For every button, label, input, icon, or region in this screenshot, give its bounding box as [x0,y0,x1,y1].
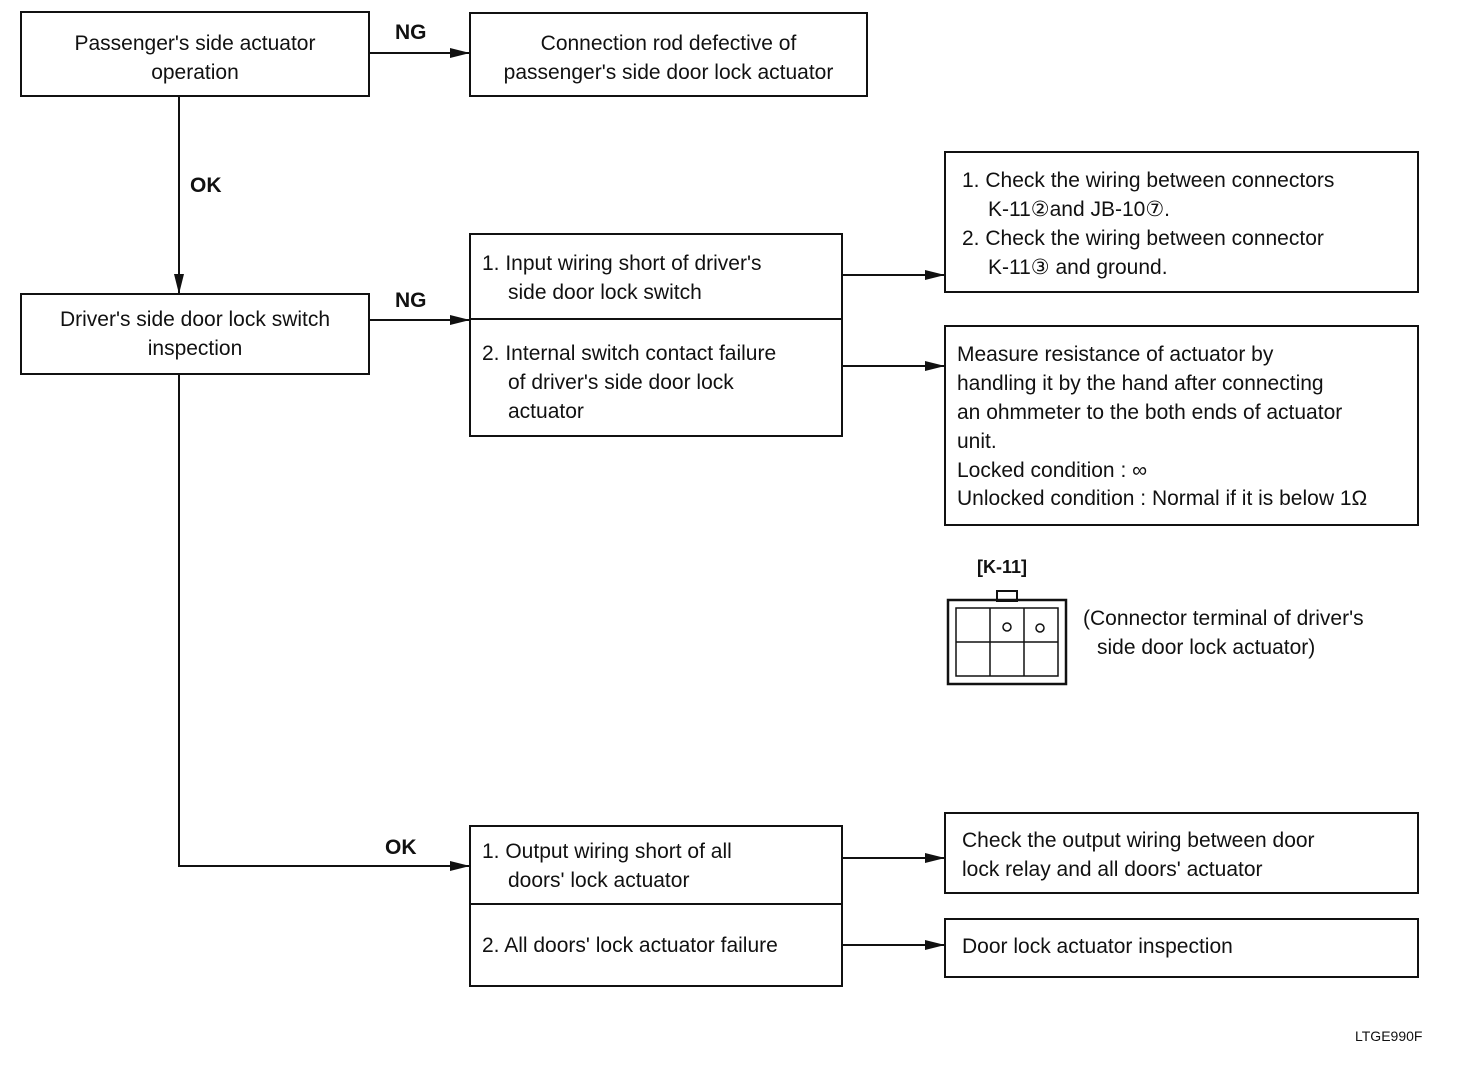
cause1-item2-line2: of driver's side door lock [508,371,734,394]
start-box-line2: operation [151,61,239,84]
cause-box-2 [469,825,843,987]
check-box-1 [944,151,1419,293]
cause-box-2-divider [469,903,843,905]
check-box-3 [944,918,1419,978]
check1-line2: K-11②and JB-10⑦. [988,198,1171,221]
check1-line4: K-11③ and ground. [988,256,1168,279]
cause2-item1-line1: 1. Output wiring short of all [482,840,732,863]
figure-code: LTGE990F [1355,1028,1423,1044]
measure-line6: Unlocked condition : Normal if it is bel… [957,487,1368,510]
ng-label-middle: NG [395,289,427,312]
cause1-item1-line2: side door lock switch [508,281,702,304]
ok-label-vertical: OK [190,174,222,197]
ng-result-line2: passenger's side door lock actuator [503,61,834,84]
measure-line4: unit. [957,430,997,453]
cause1-item2-line3: actuator [508,400,584,423]
start-box [20,11,370,97]
measure-box [944,325,1419,526]
check2-line2: lock relay and all doors' actuator [962,858,1263,881]
switch-box-line1: Driver's side door lock switch [59,308,331,331]
connector-caption-line2: side door lock actuator) [1097,636,1316,659]
cause-box-1 [469,233,843,437]
connector-caption-line1: (Connector terminal of driver's [1083,607,1364,630]
ng-result-line1: Connection rod defective of [540,32,797,55]
cause1-item2-line1: 2. Internal switch contact failure [482,342,777,365]
switch-inspection-box [20,293,370,375]
measure-line1: Measure resistance of actuator by [957,343,1274,366]
ng-result-box [469,12,868,97]
measure-line5: Locked condition : ∞ [957,459,1148,482]
start-box-line1: Passenger's side actuator [74,32,316,55]
check2-line1: Check the output wiring between door [962,829,1315,852]
check1-line1: 1. Check the wiring between connectors [962,169,1335,192]
cause-box-1-divider [469,318,843,320]
cause2-item1-line2: doors' lock actuator [508,869,690,892]
measure-line2: handling it by the hand after connecting [957,372,1324,395]
check1-line3: 2. Check the wiring between connector [962,227,1324,250]
measure-line3: an ohmmeter to the both ends of actuator [957,401,1343,424]
switch-box-line2: inspection [147,337,243,360]
connector-terminal-icon [946,590,1068,686]
ng-label-top: NG [395,21,427,44]
arrow-switch-to-cause2 [178,374,470,871]
cause2-item2-line1: 2. All doors' lock actuator failure [482,934,778,957]
check3-line1: Door lock actuator inspection [962,935,1233,958]
cause1-item1-line1: 1. Input wiring short of driver's [482,252,762,275]
check-box-2 [944,812,1419,894]
ok-label-bottom: OK [385,836,417,859]
connector-name: [K-11] [977,557,1028,577]
